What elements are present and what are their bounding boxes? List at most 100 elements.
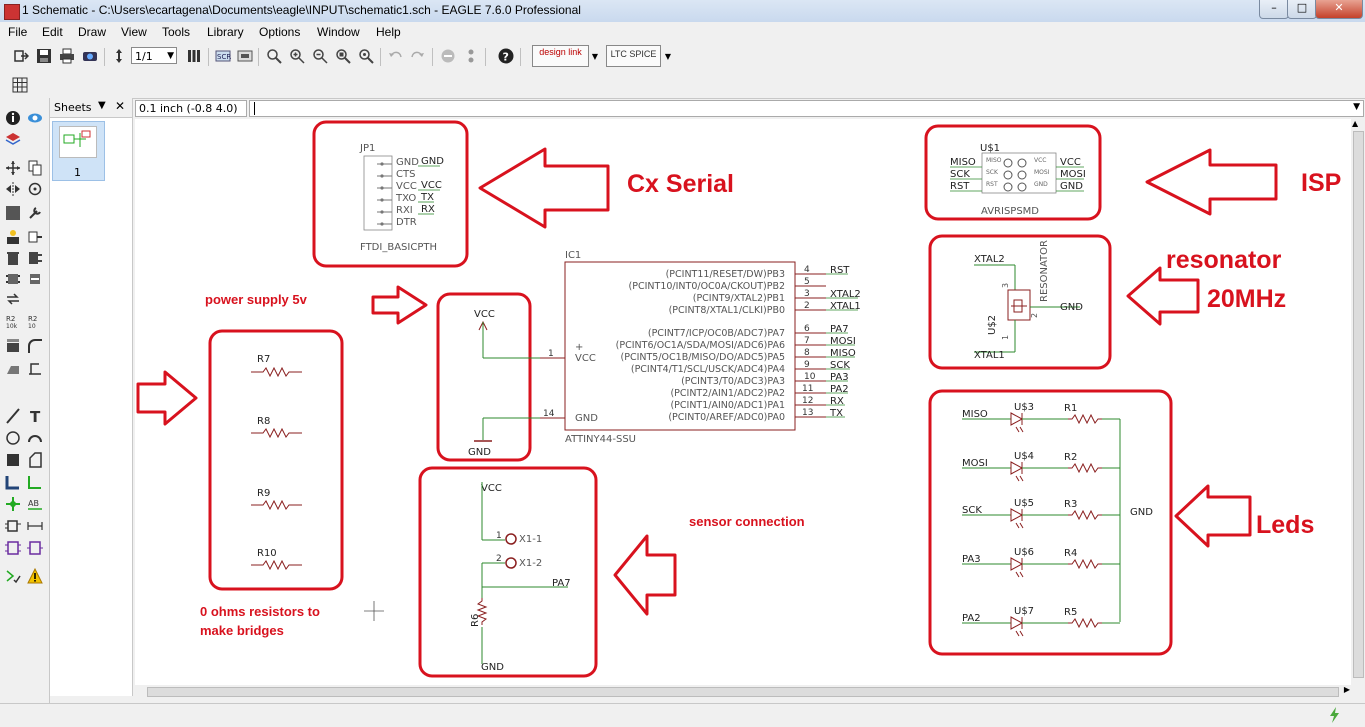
bus-icon[interactable] xyxy=(5,474,21,490)
zoom-in-icon[interactable] xyxy=(288,47,306,65)
invoke-icon[interactable] xyxy=(27,360,43,376)
zoom-redraw-icon[interactable] xyxy=(357,47,375,65)
warning-icon[interactable] xyxy=(27,568,43,584)
sheets-tab-label[interactable]: Sheets xyxy=(54,101,92,114)
stop-icon[interactable] xyxy=(439,47,457,65)
text-icon[interactable]: T xyxy=(27,408,43,424)
scroll-right-icon[interactable]: ▶ xyxy=(1343,685,1350,694)
layers-icon[interactable] xyxy=(5,131,21,147)
miter-icon[interactable] xyxy=(27,338,43,354)
delete-icon[interactable] xyxy=(5,250,21,266)
label-icon[interactable]: AB xyxy=(27,496,43,512)
sheet-thumbnail[interactable]: 1 xyxy=(52,121,105,181)
scroll-up-icon[interactable]: ▲ xyxy=(1352,119,1359,128)
schematic-drawing[interactable]: JP1 GND CTS VCC TXO RXI DTR GND VCC TX R… xyxy=(135,119,1351,685)
jp1-connector[interactable]: JP1 GND CTS VCC TXO RXI DTR GND VCC TX R… xyxy=(312,120,469,268)
go-icon[interactable] xyxy=(462,47,480,65)
change-icon[interactable] xyxy=(27,205,43,221)
menu-tools[interactable]: Tools xyxy=(162,25,191,39)
power-supply-block[interactable]: VCC GND xyxy=(436,292,540,462)
eye-icon[interactable] xyxy=(27,110,43,126)
undo-icon[interactable] xyxy=(386,47,404,65)
chevron-down-icon[interactable]: ▼ xyxy=(1353,102,1360,112)
isp-header[interactable]: U$1 MISO SCK RST VCC MOSI GND MISO SCK R… xyxy=(924,124,1102,221)
close-button[interactable]: ✕ xyxy=(1315,0,1363,19)
horizontal-scroll-thumb[interactable] xyxy=(147,687,1339,697)
gateswap-icon[interactable] xyxy=(27,271,43,287)
ulp-icon[interactable] xyxy=(236,47,254,65)
save-icon[interactable] xyxy=(35,47,53,65)
zoom-out-icon[interactable] xyxy=(311,47,329,65)
script-icon[interactable]: SCR xyxy=(214,47,232,65)
net-icon[interactable] xyxy=(27,474,43,490)
menu-options[interactable]: Options xyxy=(259,25,301,39)
split-wire-icon[interactable] xyxy=(5,360,21,376)
split-icon[interactable] xyxy=(27,229,43,245)
replace-icon[interactable] xyxy=(5,291,21,307)
menu-edit[interactable]: Edit xyxy=(42,25,63,39)
chevron-down-icon[interactable]: ▼ xyxy=(591,51,599,61)
cam-icon[interactable] xyxy=(81,47,99,65)
ic1-attiny44[interactable]: IC1 (PCINT11/RESET/DW)PB3 (PCINT10/INT0/… xyxy=(540,250,861,445)
menu-file[interactable]: File xyxy=(8,25,28,39)
chevron-down-icon[interactable]: ▼ xyxy=(98,100,106,111)
print-icon[interactable] xyxy=(58,47,76,65)
module-icon[interactable] xyxy=(27,540,43,556)
menu-view[interactable]: View xyxy=(121,25,147,39)
vertical-scroll-thumb[interactable] xyxy=(1353,131,1364,678)
sheet-up-down-icon[interactable] xyxy=(110,47,128,65)
arc-icon[interactable] xyxy=(27,430,43,446)
vertical-scrollbar[interactable]: ▲ xyxy=(1351,119,1365,685)
smash-icon[interactable] xyxy=(5,338,21,354)
erc-icon[interactable] xyxy=(5,568,21,584)
rotate-icon[interactable] xyxy=(27,181,43,197)
menu-help[interactable]: Help xyxy=(376,25,401,39)
sensor-block[interactable]: VCC 1 X1-1 2 X1-2 PA7 R6 GND xyxy=(418,466,598,678)
menu-library[interactable]: Library xyxy=(207,25,244,39)
menu-window[interactable]: Window xyxy=(317,25,360,39)
menu-draw[interactable]: Draw xyxy=(78,25,107,39)
add-part-icon[interactable] xyxy=(27,250,43,266)
horizontal-scrollbar[interactable]: ▶ xyxy=(135,685,1351,698)
paste-icon[interactable] xyxy=(5,229,21,245)
bridge-resistors-block[interactable]: R7 R8 R9 R10 xyxy=(208,329,344,591)
zoom-fit-icon[interactable] xyxy=(265,47,283,65)
command-line-input[interactable]: ▼ xyxy=(249,100,1364,117)
resonator[interactable]: XTAL2 GND XTAL1 RESONATOR U$2 3 2 1 xyxy=(928,234,1112,370)
dimension-icon[interactable] xyxy=(27,518,43,534)
rect-icon[interactable] xyxy=(5,452,21,468)
minimize-button[interactable]: – xyxy=(1259,0,1289,19)
designlink-button[interactable]: design link xyxy=(532,45,589,67)
redo-icon[interactable] xyxy=(409,47,427,65)
group-icon[interactable] xyxy=(5,205,21,221)
chevron-down-icon[interactable]: ▼ xyxy=(664,51,672,61)
close-icon[interactable]: ✕ xyxy=(115,99,126,113)
wire-icon[interactable] xyxy=(5,408,21,424)
attribute-icon[interactable] xyxy=(5,518,21,534)
grid-icon[interactable] xyxy=(11,76,29,94)
copy-icon[interactable] xyxy=(27,160,43,176)
polygon-icon[interactable] xyxy=(27,452,43,468)
help-icon[interactable]: ? xyxy=(497,47,515,65)
board-switch-icon[interactable] xyxy=(185,47,203,65)
circle-icon[interactable] xyxy=(5,430,21,446)
info-icon[interactable] xyxy=(5,110,21,126)
move-icon[interactable] xyxy=(5,160,21,176)
frame-icon[interactable] xyxy=(5,540,21,556)
zoom-select-icon[interactable] xyxy=(334,47,352,65)
ltspice-button[interactable]: LTC SPICE xyxy=(606,45,661,67)
open-icon[interactable] xyxy=(12,47,30,65)
sheet-select[interactable]: 1/1▼ xyxy=(131,47,177,64)
junction-icon[interactable] xyxy=(5,496,21,512)
pinswap-icon[interactable] xyxy=(5,271,21,287)
mirror-icon[interactable] xyxy=(5,181,21,197)
maximize-button[interactable]: □ xyxy=(1287,0,1317,19)
